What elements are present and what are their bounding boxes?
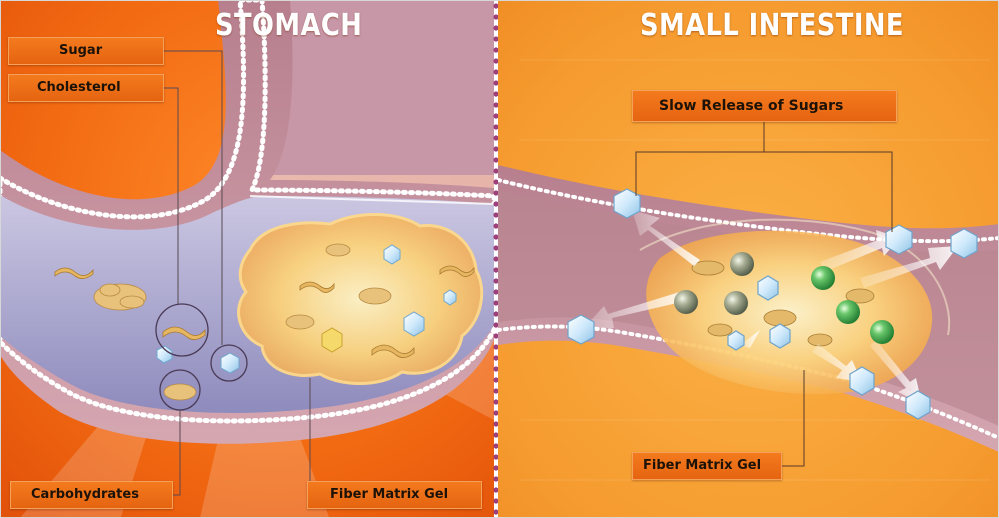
divider-dot — [493, 157, 499, 163]
divider-dot — [493, 36, 499, 42]
divider-dot — [493, 113, 499, 119]
divider-dot — [493, 289, 499, 295]
leader-lines-intestine — [635, 122, 893, 467]
intestine-panel — [498, 0, 999, 518]
sugar-crystals-stomach — [156, 244, 457, 374]
divider-dot — [493, 498, 499, 504]
stomach-lining — [0, 0, 494, 424]
divider-dot — [493, 234, 499, 240]
divider-dot — [493, 432, 499, 438]
divider-dot — [493, 300, 499, 306]
divider-dot — [493, 476, 499, 482]
sphere-green — [870, 320, 894, 344]
sphere-gray — [674, 290, 698, 314]
divider-dot — [493, 355, 499, 361]
divider-dots — [493, 3, 499, 515]
divider-dot — [493, 399, 499, 405]
cholesterol-particles — [54, 265, 475, 358]
small-intestine-title: SMALL INTESTINE — [640, 8, 904, 43]
divider-dot — [493, 124, 499, 130]
divider-dot — [493, 91, 499, 97]
divider-dot — [493, 3, 499, 9]
sugar-label: Sugar — [8, 37, 164, 65]
divider-dot — [493, 201, 499, 207]
divider-dot — [493, 322, 499, 328]
stomach-title: STOMACH — [215, 8, 363, 43]
divider-dot — [493, 135, 499, 141]
carbohydrates-label: Carbohydrates — [10, 481, 173, 509]
divider-dot — [493, 487, 499, 493]
divider-dot — [493, 212, 499, 218]
sphere-gray — [730, 252, 754, 276]
divider-dot — [493, 47, 499, 53]
divider-dot — [493, 190, 499, 196]
divider-dot — [493, 278, 499, 284]
divider-dot — [493, 58, 499, 64]
divider-dot — [493, 80, 499, 86]
fiber-matrix-gel-intestine-label: Fiber Matrix Gel — [632, 452, 782, 480]
sphere-green — [811, 266, 835, 290]
divider-dot — [493, 267, 499, 273]
divider-dot — [493, 69, 499, 75]
divider-dot — [493, 366, 499, 372]
stomach-panel — [0, 0, 494, 518]
spheres — [674, 252, 894, 344]
divider-dot — [493, 465, 499, 471]
divider-dot — [493, 388, 499, 394]
divider-dot — [493, 179, 499, 185]
divider-dot — [493, 256, 499, 262]
divider-dot — [493, 245, 499, 251]
divider-dot — [493, 146, 499, 152]
fiber-matrix-gel-stomach-label: Fiber Matrix Gel — [307, 481, 482, 509]
divider-dot — [493, 311, 499, 317]
intestine-carbs — [691, 260, 875, 347]
divider-dot — [493, 509, 499, 515]
release-arrows — [584, 210, 958, 404]
sphere-green — [836, 300, 860, 324]
carbohydrate-clusters — [93, 243, 392, 401]
divider-dot — [493, 102, 499, 108]
divider-dot — [493, 377, 499, 383]
divider-dot — [493, 333, 499, 339]
background-texture — [520, 59, 990, 481]
divider-dot — [493, 25, 499, 31]
divider-dot — [493, 344, 499, 350]
divider-dot — [493, 223, 499, 229]
sugar-crystals-intestine — [567, 188, 978, 420]
stomach-back-wall — [240, 0, 494, 175]
divider-dot — [493, 168, 499, 174]
divider-dot — [493, 421, 499, 427]
divider-dot — [493, 454, 499, 460]
divider-dot — [493, 14, 499, 20]
divider-dot — [493, 443, 499, 449]
divider-dot — [493, 410, 499, 416]
slow-release-of-sugars-label: Slow Release of Sugars — [632, 90, 897, 122]
cholesterol-label: Cholesterol — [8, 74, 164, 102]
sphere-gray — [724, 291, 748, 315]
